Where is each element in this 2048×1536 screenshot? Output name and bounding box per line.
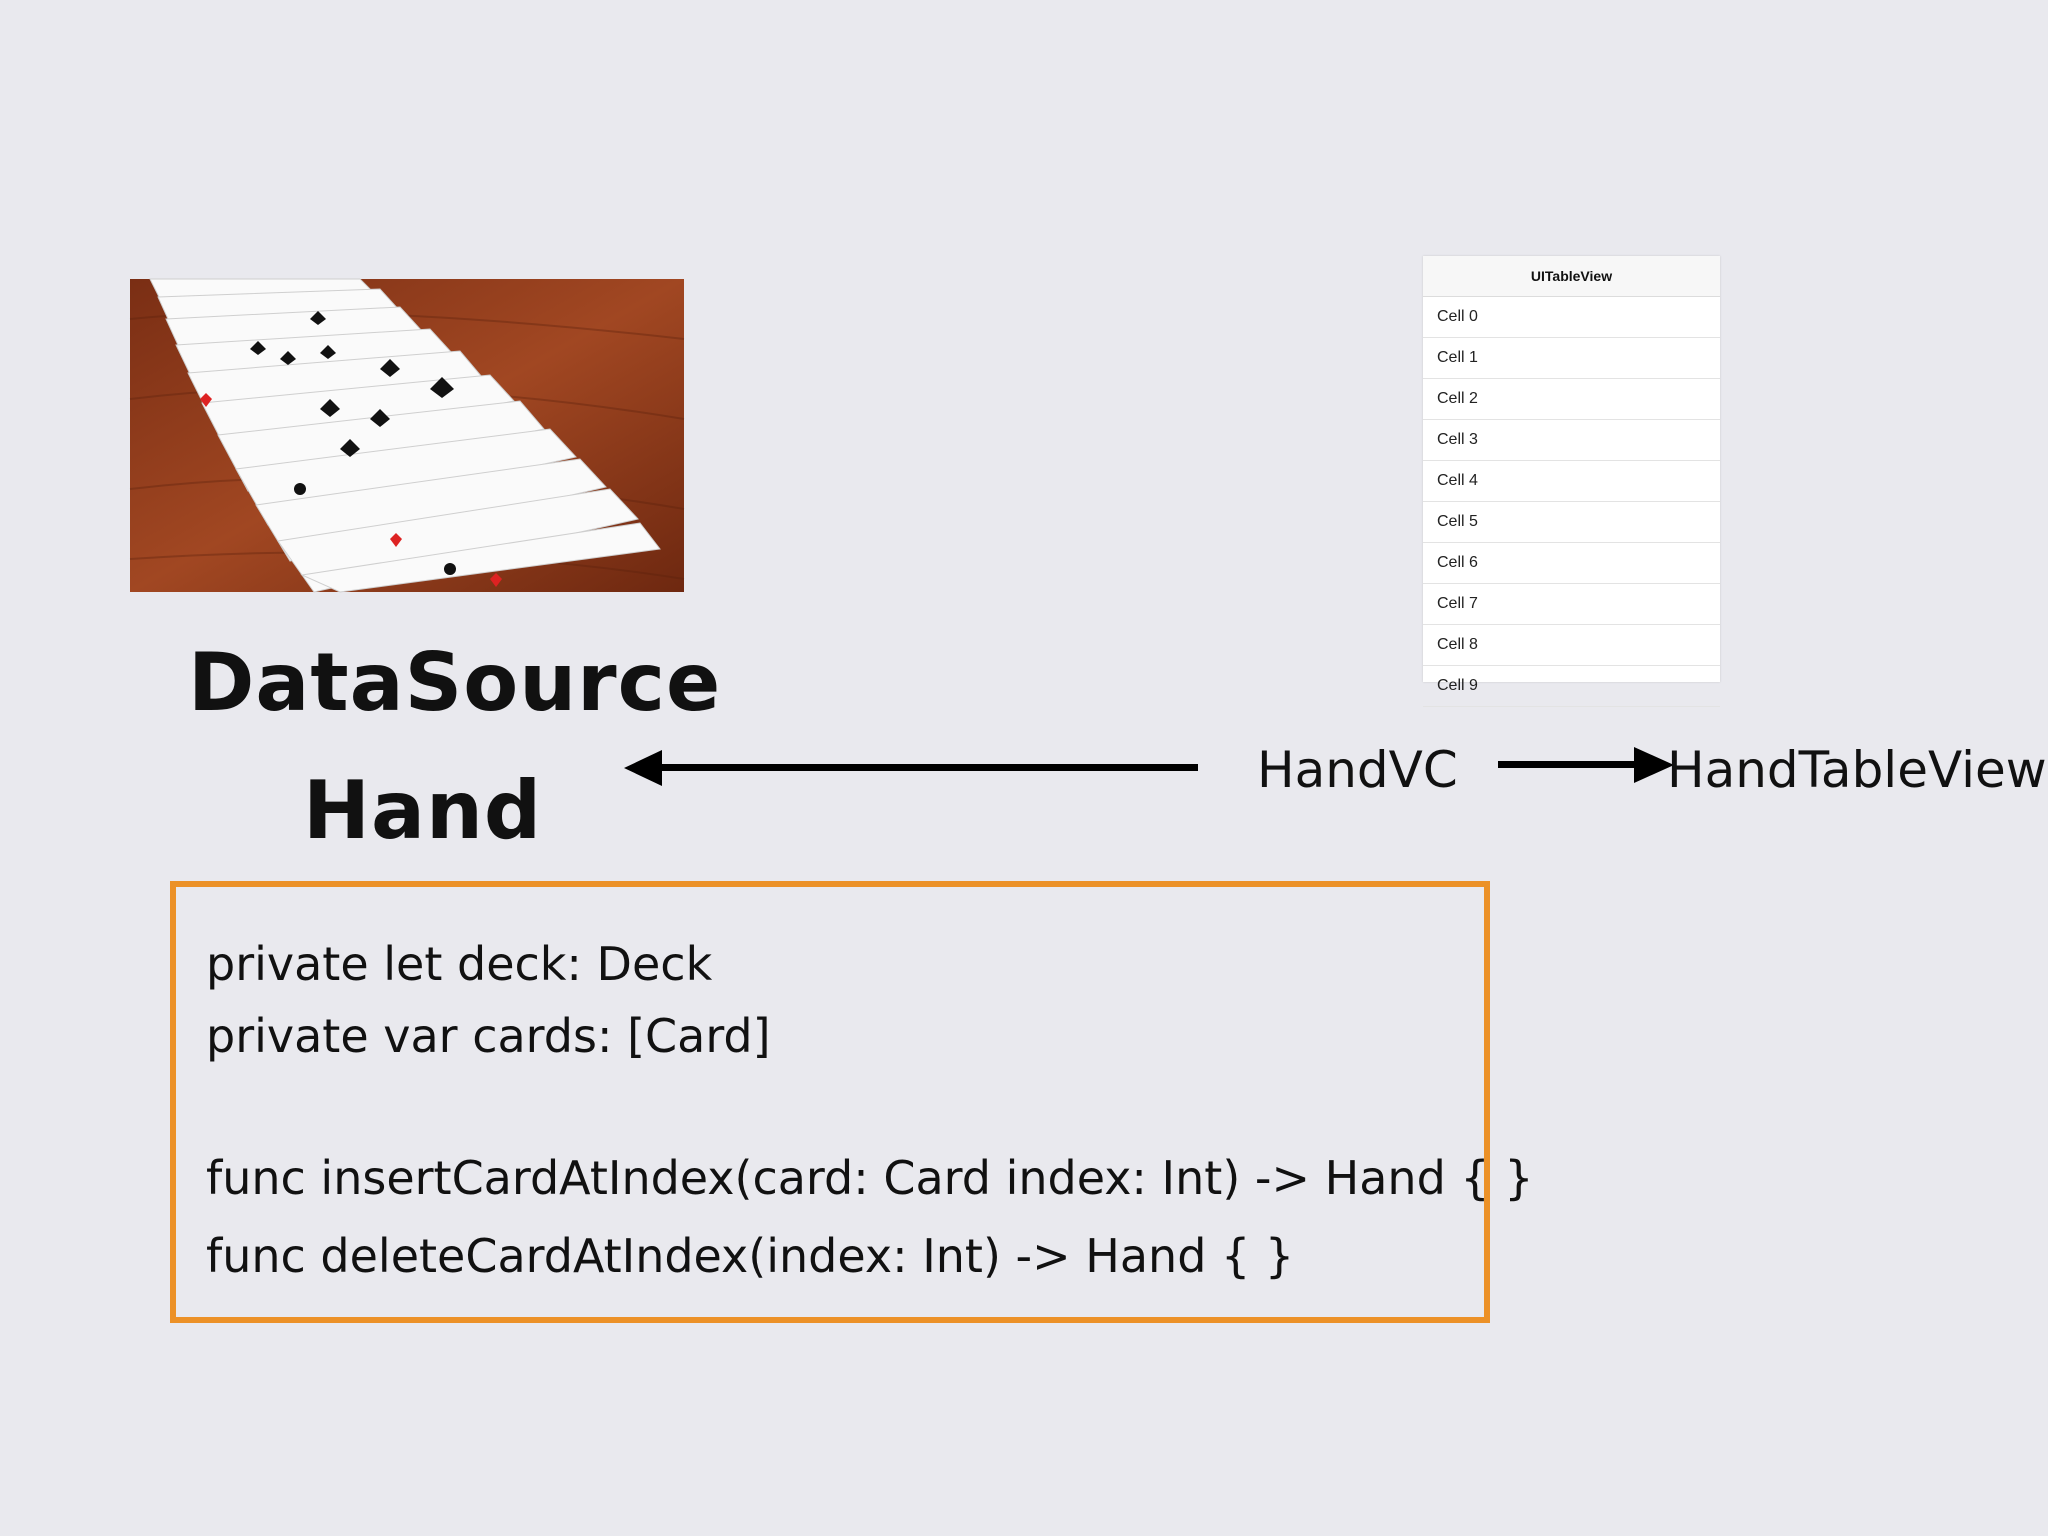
table-cell: Cell 2 (1423, 379, 1720, 420)
arrow-right-head-icon (1634, 747, 1674, 783)
hand-title: Hand (303, 764, 543, 857)
table-cell: Cell 5 (1423, 502, 1720, 543)
playing-cards-photo (129, 278, 685, 593)
table-cell: Cell 1 (1423, 338, 1720, 379)
code-line-cards: private var cards: [Card] (206, 1009, 771, 1063)
table-cell: Cell 8 (1423, 625, 1720, 666)
table-cell: Cell 9 (1423, 666, 1720, 707)
datasource-title: DataSource (188, 636, 722, 729)
table-cell: Cell 7 (1423, 584, 1720, 625)
playing-cards-illustration (129, 278, 685, 593)
table-cell: Cell 4 (1423, 461, 1720, 502)
table-cell: Cell 3 (1423, 420, 1720, 461)
hand-code-box: private let deck: Deck private var cards… (170, 881, 1534, 1323)
arrow-to-hand-line (660, 764, 1198, 771)
tableview-header: UITableView (1423, 256, 1720, 297)
code-line-deck: private let deck: Deck (206, 937, 713, 991)
table-cell: Cell 0 (1423, 297, 1720, 338)
arrow-left-head-icon (624, 750, 662, 786)
handtableview-label: HandTableView (1667, 741, 2047, 799)
code-line-delete: func deleteCardAtIndex(index: Int) -> Ha… (206, 1229, 1295, 1283)
arrow-to-tableview-line (1498, 761, 1636, 768)
handvc-label: HandVC (1257, 741, 1458, 799)
table-cell: Cell 6 (1423, 543, 1720, 584)
uitableview-screenshot: UITableView Cell 0 Cell 1 Cell 2 Cell 3 … (1423, 256, 1720, 707)
code-line-insert: func insertCardAtIndex(card: Card index:… (206, 1151, 1534, 1205)
